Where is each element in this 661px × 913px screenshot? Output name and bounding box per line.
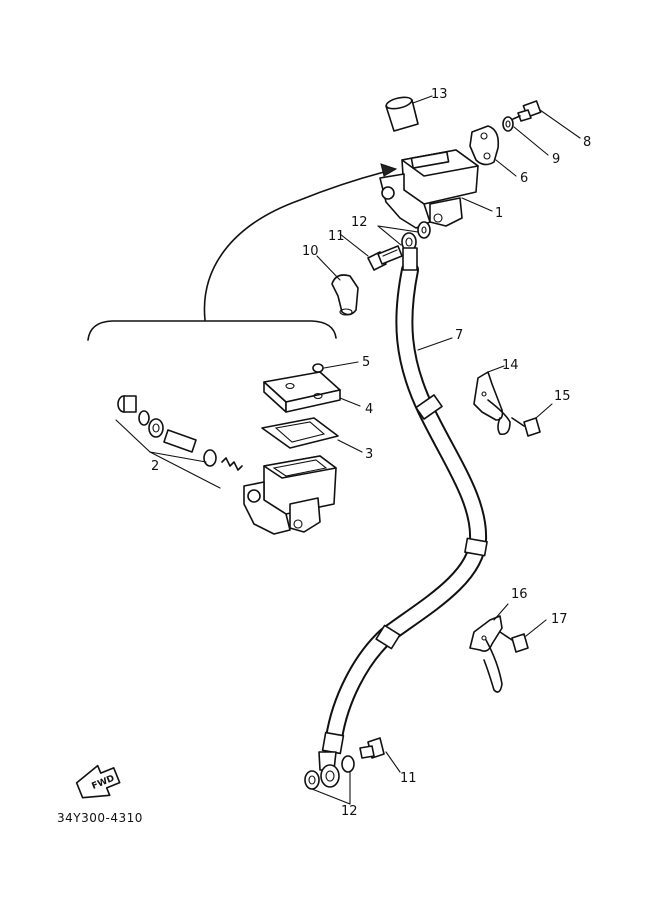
callout-6: 6 [520,171,528,186]
diagram-code: 34Y300-4310 [57,811,143,825]
callout-4: 4 [365,402,373,417]
callout-3: 3 [365,447,373,462]
part-7-brake-hose [318,247,488,771]
part-15-bolt [511,403,553,437]
part-4-cap [263,371,361,413]
callout-11-bottom: 11 [400,771,417,786]
part-11-union-bolt-bottom [359,737,401,773]
callout-14: 14 [502,358,519,373]
callout-17: 17 [551,612,568,627]
part-5-screw [312,361,359,373]
callout-9: 9 [552,152,560,167]
master-cylinder-body [243,455,337,535]
exploded-view-bracket [87,163,398,341]
callout-12-bottom: 12 [341,804,358,819]
part-17-bolt [499,619,547,653]
part-11-union-bolt-top [339,233,403,271]
callout-16: 16 [511,587,528,602]
callout-labels: 1 2 3 4 5 6 7 8 9 10 11 11 12 12 13 14 1… [151,87,591,819]
fwd-arrow-icon: FWD [75,764,121,799]
part-16-bracket [469,603,509,693]
part-9-washer [502,116,549,156]
callout-11-top: 11 [328,229,345,244]
callout-12-top: 12 [351,215,368,230]
part-3-diaphragm [261,417,363,453]
callout-1: 1 [495,206,503,221]
part-2-piston-kit [115,395,243,489]
callout-2: 2 [151,459,159,474]
part-14-bracket [473,365,511,436]
callout-10: 10 [302,244,319,259]
part-13-boot [385,95,433,132]
callout-13: 13 [431,87,448,102]
callout-7: 7 [455,328,463,343]
part-12-washers-bottom [304,755,355,805]
part-10-cap [316,255,359,316]
part-8-bolt [512,100,581,139]
callout-8: 8 [583,135,591,150]
part-1-master-cylinder [379,149,493,229]
part-6-holder [469,125,517,177]
callout-15: 15 [554,389,571,404]
callout-5: 5 [362,355,370,370]
part-12-washers-top [377,221,431,252]
